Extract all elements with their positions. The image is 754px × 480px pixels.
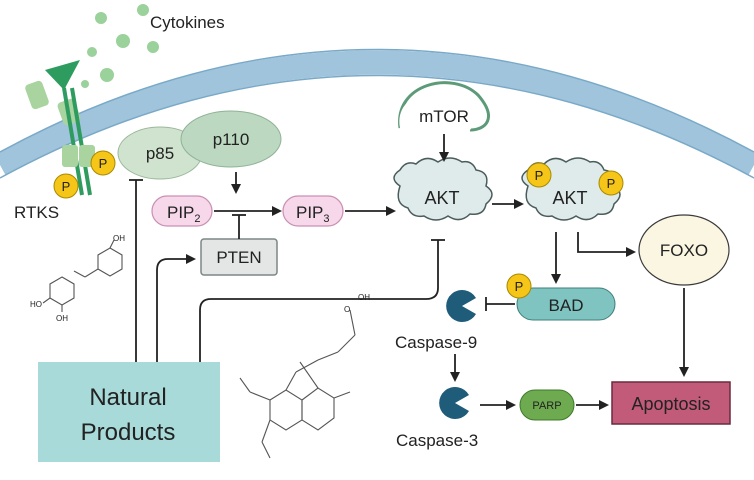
svg-text:AKT: AKT	[552, 188, 587, 208]
resveratrol-ho-left: HO	[30, 300, 42, 309]
svg-text:Apoptosis: Apoptosis	[631, 394, 710, 414]
pathway-edges	[129, 134, 689, 410]
svg-text:PARP: PARP	[532, 400, 561, 412]
phospho-akt-2: P	[598, 170, 624, 196]
caspase3-label: Caspase-3	[396, 431, 478, 450]
apoptosis-node: Apoptosis	[611, 381, 731, 425]
phospho-akt-1: P	[526, 162, 552, 188]
svg-text:mTOR: mTOR	[419, 107, 469, 126]
svg-text:P: P	[515, 279, 524, 294]
caspase9-label: Caspase-9	[395, 333, 477, 352]
svg-text:Products: Products	[81, 419, 176, 446]
svg-text:AKT: AKT	[424, 188, 459, 208]
cytokines-label: Cytokines	[150, 13, 225, 32]
svg-text:p85: p85	[146, 144, 174, 163]
resveratrol-structure	[42, 239, 123, 312]
svg-text:PIP3: PIP3	[296, 203, 330, 225]
pten-node: PTEN	[200, 238, 278, 276]
foxo-node: FOXO	[638, 214, 730, 286]
phospho-rtk-2: P	[90, 150, 116, 176]
pseudolaric-o-label: O	[344, 305, 350, 314]
resveratrol-oh-top: OH	[113, 234, 125, 243]
svg-text:P: P	[62, 179, 71, 194]
cell-membrane-inner-line	[0, 74, 754, 179]
svg-text:P: P	[607, 176, 616, 191]
phospho-rtk-1: P	[53, 173, 79, 199]
caspase9-icon	[446, 290, 476, 322]
p110-node: p110	[180, 110, 282, 168]
svg-text:Natural: Natural	[89, 384, 166, 411]
svg-text:PIP2: PIP2	[167, 203, 201, 225]
caspase3-icon	[439, 386, 469, 419]
mtor-node: mTOR	[398, 81, 490, 132]
svg-text:PTEN: PTEN	[216, 248, 261, 267]
natural-products-box: Natural Products	[38, 362, 220, 462]
phospho-bad: P	[506, 273, 532, 299]
rtks-label: RTKS	[14, 203, 59, 222]
cell-membrane-outer-line	[0, 48, 754, 153]
pseudolaric-oh-label: OH	[358, 293, 370, 302]
parp-node: PARP	[519, 389, 575, 421]
svg-text:P: P	[99, 156, 108, 171]
resveratrol-oh-bottom: OH	[56, 314, 68, 323]
cell-membrane	[0, 50, 754, 176]
pseudolaric-structure	[239, 309, 356, 459]
svg-text:p110: p110	[213, 130, 250, 149]
akt-node: AKT	[393, 157, 493, 221]
pip3-node: PIP3	[282, 195, 344, 227]
cytokine-dots	[81, 4, 159, 88]
svg-text:FOXO: FOXO	[660, 241, 708, 260]
svg-text:P: P	[535, 168, 544, 183]
pip2-node: PIP2	[151, 195, 213, 227]
bad-node: BAD	[516, 287, 616, 321]
svg-text:BAD: BAD	[549, 296, 584, 315]
